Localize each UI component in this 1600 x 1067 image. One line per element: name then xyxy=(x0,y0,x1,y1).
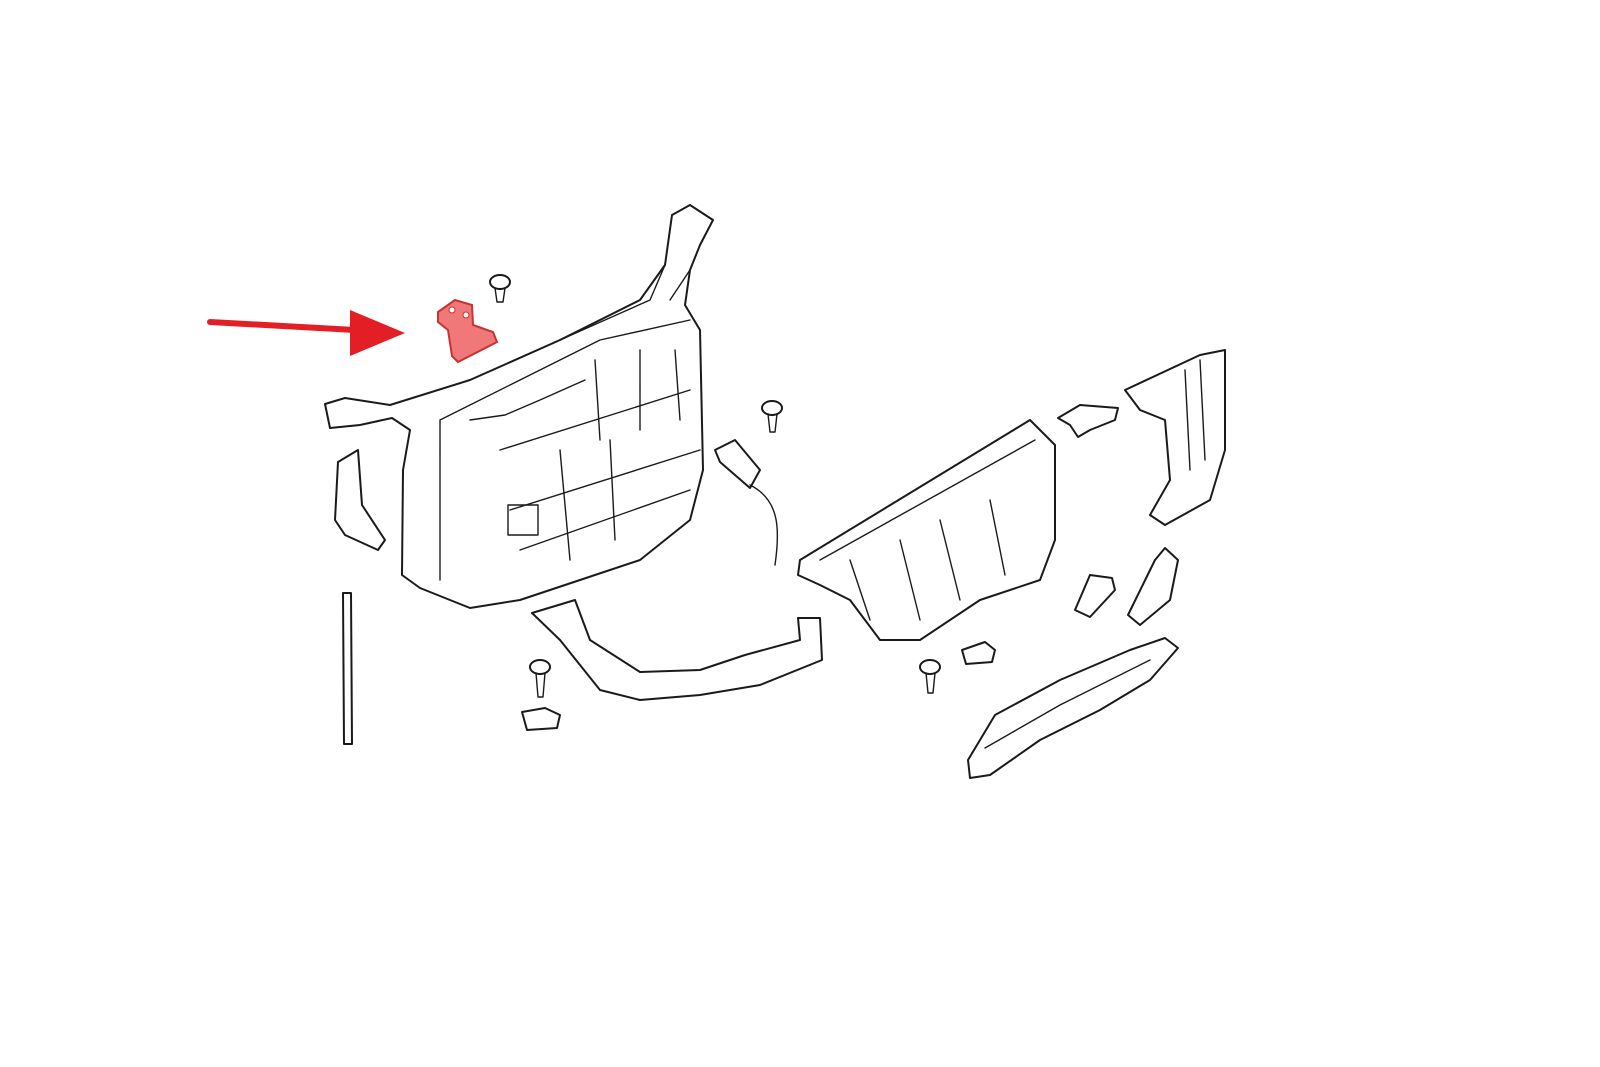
screw xyxy=(529,659,551,698)
screw xyxy=(919,659,941,694)
air-duct[interactable] xyxy=(797,419,1056,641)
clip-nut xyxy=(961,641,996,665)
side-bracket[interactable] xyxy=(334,449,386,551)
screw xyxy=(761,400,783,433)
screw xyxy=(489,274,511,303)
air-guide[interactable] xyxy=(1127,547,1179,626)
seal-strip[interactable] xyxy=(342,592,353,745)
air-guide[interactable] xyxy=(1074,574,1116,618)
front-carrier[interactable] xyxy=(324,204,714,609)
highlighted-bracket[interactable] xyxy=(437,298,499,364)
side-panel[interactable] xyxy=(1124,349,1226,526)
pointer-arrow xyxy=(207,310,405,356)
lower-air-duct[interactable] xyxy=(967,637,1179,779)
clip-nut xyxy=(521,707,561,731)
bracket[interactable] xyxy=(1057,404,1119,438)
lower-beam[interactable] xyxy=(531,599,823,701)
hood-latch-cable[interactable] xyxy=(714,439,779,566)
